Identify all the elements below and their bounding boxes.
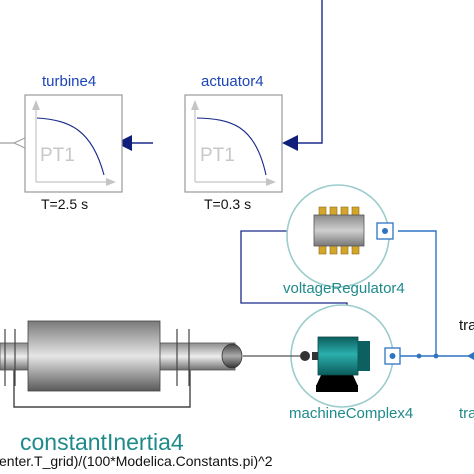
turbine-block[interactable] [24,94,123,193]
machine-shaft-port[interactable] [300,351,310,361]
turbine-input-arrow [116,135,132,151]
grid-wire-arrow [467,352,474,360]
chip-icon [313,206,365,255]
turbine-param: T=2.5 s [41,196,89,212]
actuator-name: actuator4 [201,73,264,90]
machine-complex-name: machineComplex4 [289,405,414,422]
inertia-icon [0,320,243,392]
right-edge-label-top: tra [459,317,474,334]
actuator-param: T=0.3 s [204,196,252,212]
feedback-wire [298,0,323,144]
actuator-block[interactable] [184,94,283,193]
constant-inertia-name: constantInertia4 [20,429,184,455]
motor-icon [312,336,370,392]
turbine-type-label: PT1 [40,145,75,166]
voltage-regulator-name: voltageRegulator4 [283,280,405,297]
actuator-type-label: PT1 [200,145,235,166]
actuator-input-arrow [282,135,298,151]
inertia-expression: enter.T_grid)/(100*Modelica.Constants.pi… [0,453,273,469]
inertia-frame [13,360,191,408]
junction-dot-left [416,353,422,359]
junction-dot-right [433,353,439,359]
turbine-name: turbine4 [42,73,97,90]
right-edge-label-bottom: tra [459,405,474,422]
